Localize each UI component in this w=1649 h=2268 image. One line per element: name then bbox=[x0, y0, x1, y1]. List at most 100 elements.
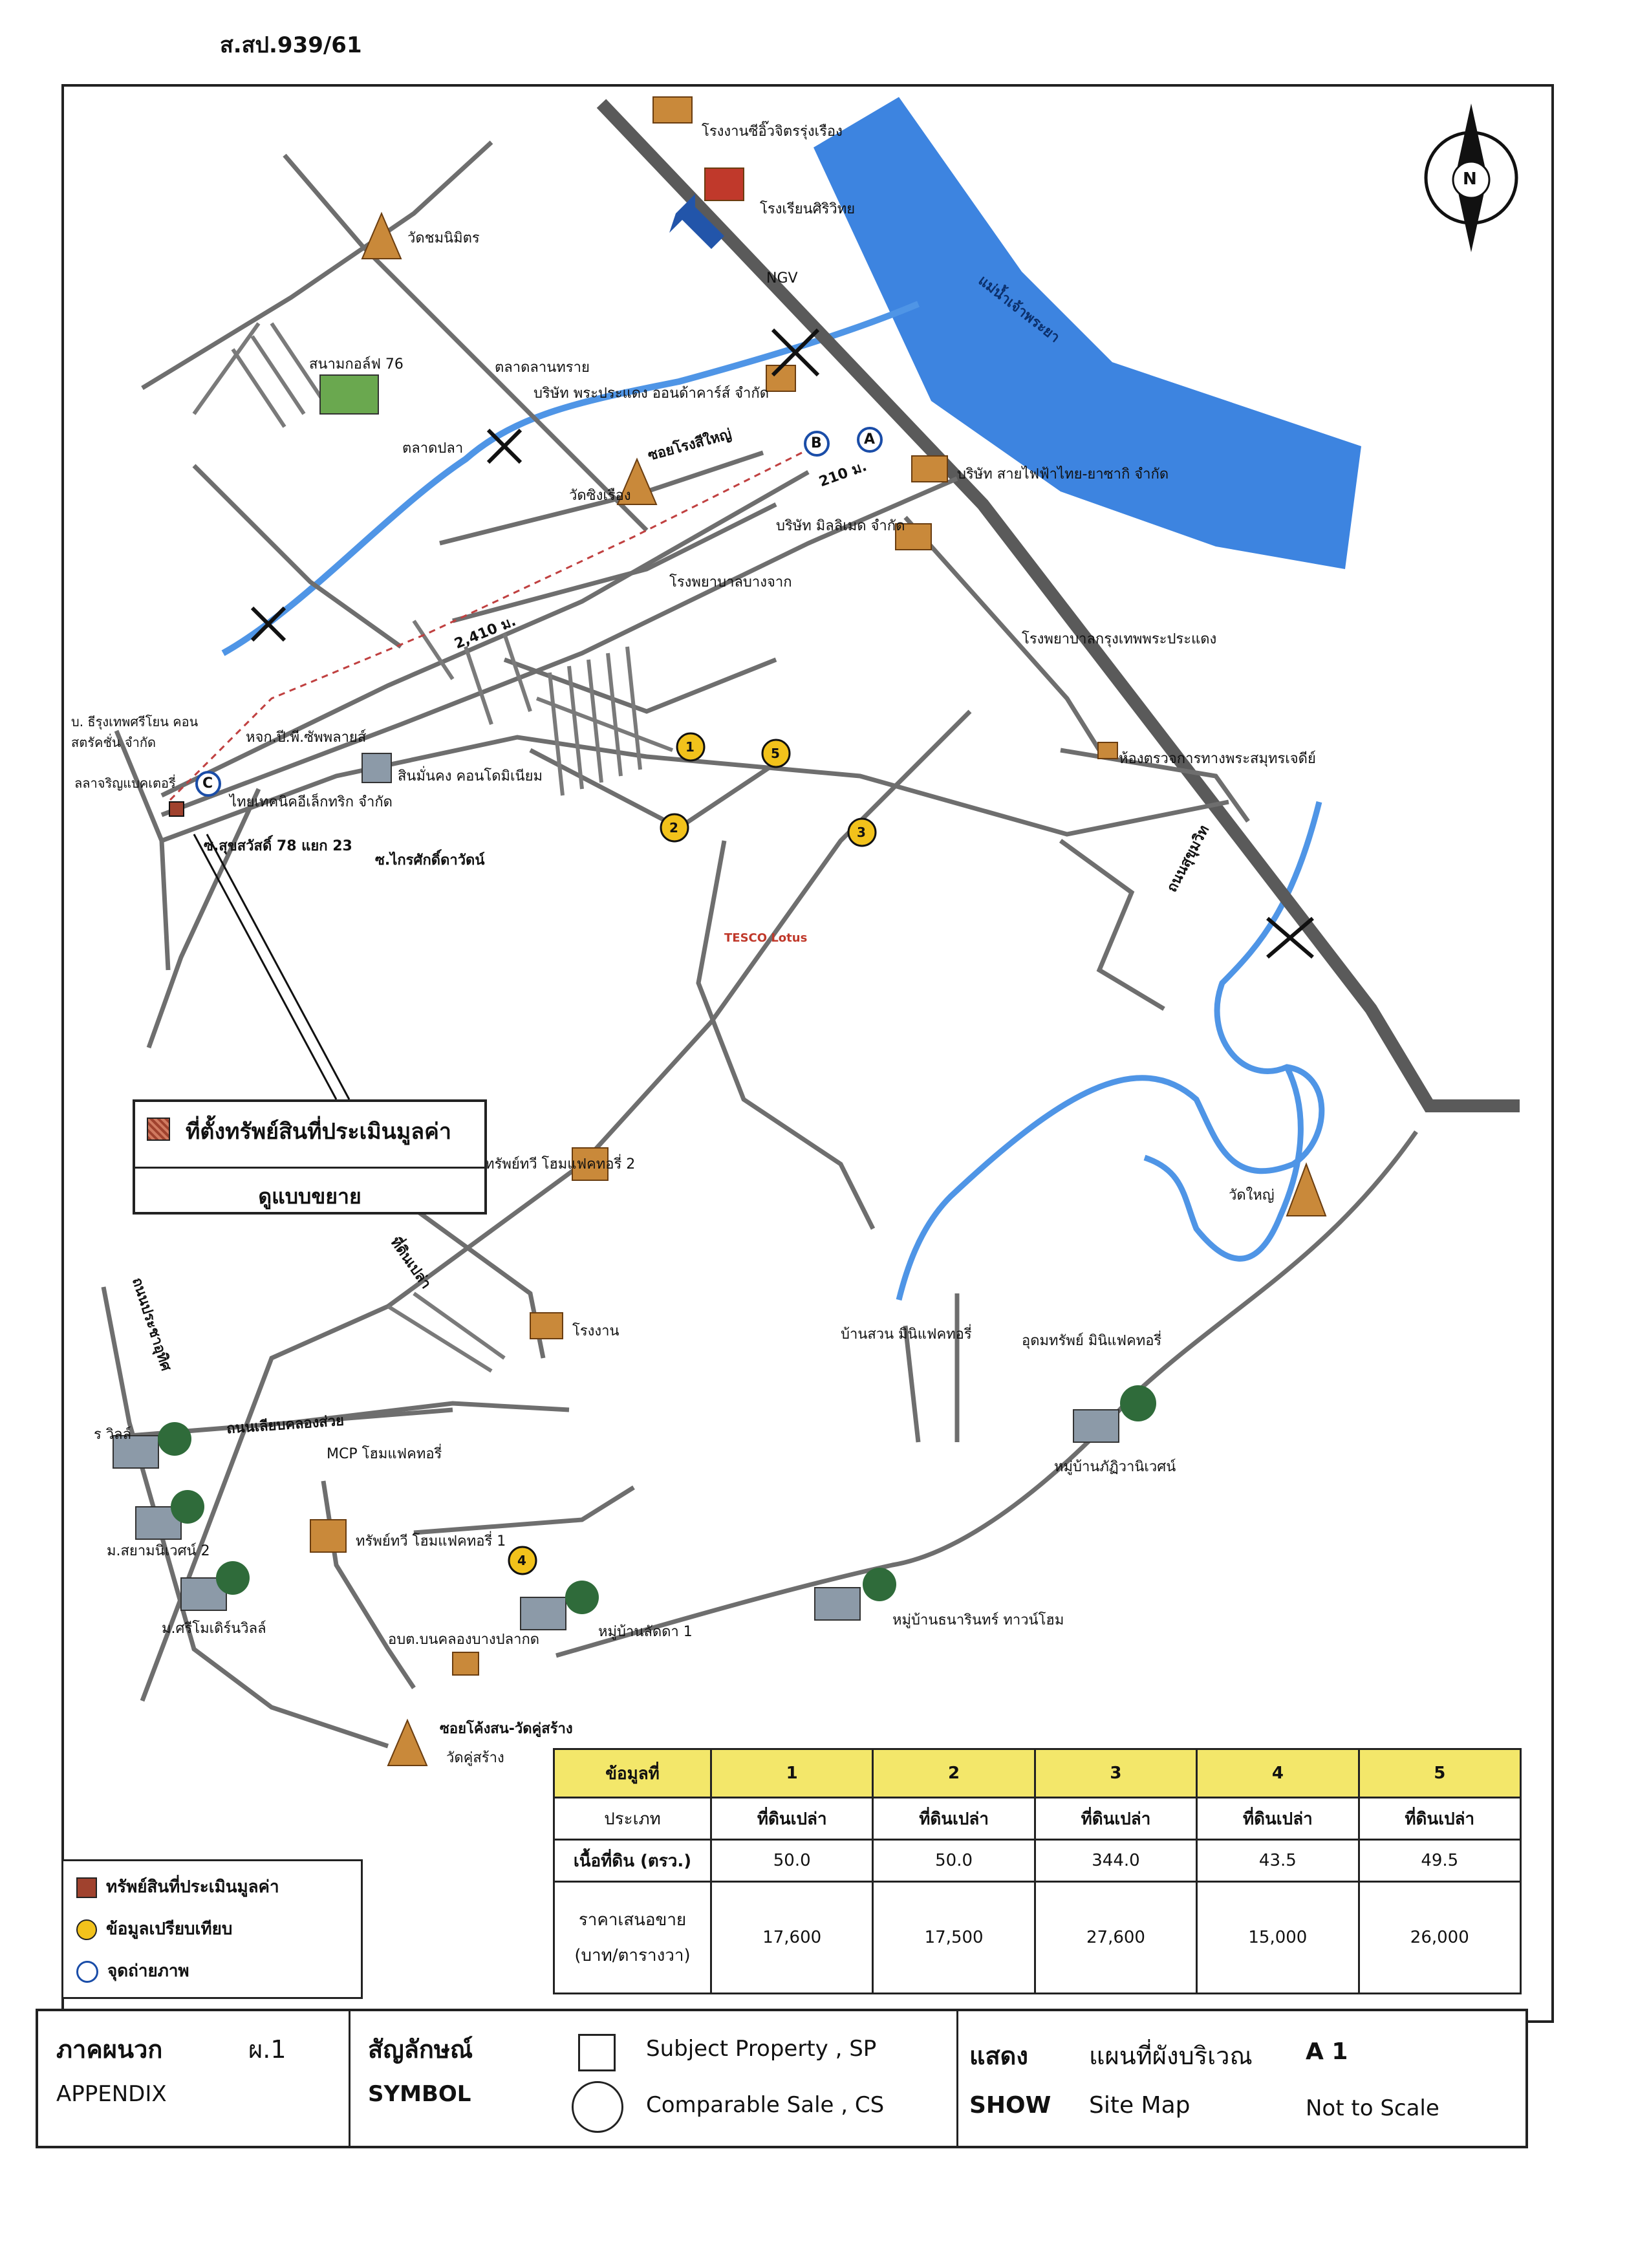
table-row: ประเภท ที่ดินเปล่า ที่ดินเปล่า ที่ดินเปล… bbox=[553, 1797, 1522, 1841]
row-label-price-line1: ราคาเสนอขาย bbox=[578, 1910, 687, 1930]
village-icons bbox=[113, 753, 1119, 1630]
legend-item-photo: จุดถ่ายภาพ bbox=[76, 1958, 189, 1984]
temple-icon bbox=[387, 1718, 428, 1766]
label-home-udom: อุดมทรัพย์ มินิแฟคทอรี่ bbox=[1022, 1333, 1162, 1349]
golf-course-icon bbox=[319, 374, 379, 415]
label-company-left: บ. ธีรุงเทพศรีโยน คอนสตรัคชั่น จำกัด bbox=[71, 714, 199, 750]
cell-area-2: 50.0 bbox=[872, 1839, 1036, 1883]
title-block-divider bbox=[349, 2011, 350, 2146]
label-siam: ม.สยามนิเวศน์ 2 bbox=[107, 1543, 210, 1559]
legend-label-comparable: ข้อมูลเปรียบเทียบ bbox=[106, 1919, 233, 1939]
table-row: ราคาเสนอขาย (บาท/ตารางวา) 17,600 17,500 … bbox=[553, 1881, 1522, 1994]
temple-icon bbox=[616, 457, 658, 505]
callout-subtitle: ดูแบบขยาย bbox=[135, 1167, 484, 1213]
label-soi-kong: ซอยโค้งสน-วัดคู่สร้าง bbox=[440, 1721, 573, 1737]
label-golf: สนามกอล์ฟ 76 bbox=[309, 356, 404, 373]
chao-phraya-river bbox=[814, 97, 1361, 569]
cell-price-3: 27,600 bbox=[1033, 1881, 1198, 1994]
show-th: แสดง bbox=[969, 2042, 1028, 2070]
cell-area-4: 43.5 bbox=[1196, 1839, 1360, 1883]
landmark-icons bbox=[310, 96, 1327, 1766]
building-icon bbox=[911, 455, 948, 482]
table-id-1: 1 bbox=[709, 1748, 874, 1798]
label-school-2: อบต.บนคลองบางปลากด bbox=[388, 1632, 540, 1648]
legend-label-photo: จุดถ่ายภาพ bbox=[107, 1961, 189, 1981]
label-company-hjk: หจก.ปี.พี.ซัพพลายส์ bbox=[246, 729, 367, 746]
point-label-c: C bbox=[202, 775, 213, 792]
side-streets bbox=[192, 322, 674, 1373]
school-icon bbox=[704, 167, 744, 201]
comparable-circle-icon bbox=[76, 1919, 97, 1940]
table-id-4: 4 bbox=[1196, 1748, 1360, 1798]
comparable-marker-3 bbox=[847, 817, 877, 847]
table-id-5: 5 bbox=[1357, 1748, 1522, 1798]
road-block-icons bbox=[250, 328, 1314, 959]
building-icon bbox=[572, 1147, 609, 1181]
label-factory-top: โรงงานซีอิ๊วจิตรรุ่งเรือง bbox=[702, 124, 843, 140]
appendix-number: ผ.1 bbox=[248, 2035, 286, 2064]
label-sri: ม.ศรีโมเดิร์นวิลล์ bbox=[162, 1621, 266, 1637]
point-label-a: A bbox=[864, 431, 876, 448]
point-c-marker bbox=[195, 771, 221, 797]
label-condo: สินมั่นคง คอนโดมิเนียม bbox=[398, 768, 543, 784]
label-village-villa: ร วิลล์ bbox=[94, 1427, 132, 1443]
symbol-subject-label: Subject Property , SP bbox=[646, 2036, 877, 2062]
callout-title: ที่ตั้งทรัพย์สินที่ประเมินมูลค่า bbox=[186, 1119, 451, 1145]
row-label-type: ประเภท bbox=[553, 1797, 712, 1841]
label-temple-2: วัดซิงเรือง bbox=[569, 488, 631, 504]
symbol-en: SYMBOL bbox=[368, 2081, 471, 2107]
document-reference: ส.สป.939/61 bbox=[220, 32, 362, 58]
cell-type-5: ที่ดินเปล่า bbox=[1357, 1797, 1522, 1841]
comparable-marker-1 bbox=[676, 732, 706, 762]
village-icon bbox=[361, 753, 392, 783]
house-icon bbox=[1097, 742, 1118, 759]
legend-label-subject: ทรัพย์สินที่ประเมินมูลค่า bbox=[106, 1877, 279, 1897]
label-village-2: หมู่บ้านภัฏิวานิเวศน์ bbox=[1054, 1459, 1176, 1475]
row-label-area: เนื้อที่ดิน (ตรว.) bbox=[553, 1839, 712, 1883]
legend-item-comparable: ข้อมูลเปรียบเทียบ bbox=[76, 1916, 232, 1942]
cell-type-4: ที่ดินเปล่า bbox=[1196, 1797, 1360, 1841]
village-icon bbox=[520, 1597, 566, 1630]
temple-icon bbox=[361, 211, 402, 259]
village-icon bbox=[1073, 1409, 1119, 1443]
label-office: ห้องตรวจการทางพระสมุทรเจดีย์ bbox=[1119, 751, 1316, 767]
label-temple-yai: วัดใหญ่ bbox=[1229, 1187, 1275, 1204]
tree-icons bbox=[158, 1385, 1156, 1614]
scale-note: Not to Scale bbox=[1306, 2095, 1439, 2121]
label-temple-ku: วัดคู่สร้าง bbox=[446, 1750, 504, 1766]
label-tesco: TESCO Lotus bbox=[724, 931, 808, 945]
cell-area-3: 344.0 bbox=[1033, 1839, 1198, 1883]
marker-label-5: 5 bbox=[771, 746, 780, 761]
subject-square-icon bbox=[578, 2034, 616, 2071]
cell-price-4: 15,000 bbox=[1196, 1881, 1360, 1994]
marker-label-2: 2 bbox=[669, 820, 678, 836]
label-village-1: บ้านสวน มินิแฟคทอรี่ bbox=[841, 1326, 972, 1343]
distance-route bbox=[167, 451, 803, 803]
symbol-th: สัญลักษณ์ bbox=[368, 2035, 473, 2064]
subject-swatch-icon bbox=[76, 1877, 97, 1898]
table-header-row: ข้อมูลที่ 1 2 3 4 5 bbox=[553, 1748, 1522, 1798]
village-icon bbox=[135, 1506, 182, 1540]
label-village-4: หมู่บ้านธนารินทร์ ทาวน์โฮม bbox=[892, 1612, 1064, 1628]
cell-type-3: ที่ดินเปล่า bbox=[1033, 1797, 1198, 1841]
legend-item-subject: ทรัพย์สินที่ประเมินมูลค่า bbox=[76, 1874, 279, 1900]
sukhumvit-road bbox=[596, 99, 1520, 1112]
label-soi-krai: ซ.ไกรศักดิ์ดาวัดน์ bbox=[375, 852, 485, 869]
direction-arrow bbox=[669, 194, 724, 249]
comparison-table: ข้อมูลที่ 1 2 3 4 5 ประเภท ที่ดินเปล่า ท… bbox=[553, 1748, 1522, 1994]
show-en: SHOW bbox=[969, 2092, 1051, 2119]
label-soi-78: ซ.สุขสวัสดิ์ 78 แยก 23 bbox=[204, 838, 352, 854]
label-hospital-1: โรงพยาบาลบางจาก bbox=[669, 574, 792, 590]
label-mcp: MCP โฮมแฟคทอรี่ bbox=[327, 1446, 442, 1462]
cell-price-2: 17,500 bbox=[872, 1881, 1036, 1994]
label-temple-1: วัดชมนิมิตร bbox=[407, 230, 480, 246]
building-icon bbox=[895, 523, 932, 550]
marker-label-4: 4 bbox=[517, 1553, 526, 1568]
label-factory-2: โรงงาน bbox=[572, 1323, 620, 1339]
factory-icon bbox=[652, 96, 693, 124]
label-village-3: หมู่บ้านลัดดา 1 bbox=[598, 1624, 693, 1640]
table-id-2: 2 bbox=[872, 1748, 1036, 1798]
cell-area-1: 50.0 bbox=[709, 1839, 874, 1883]
cell-type-2: ที่ดินเปล่า bbox=[872, 1797, 1036, 1841]
